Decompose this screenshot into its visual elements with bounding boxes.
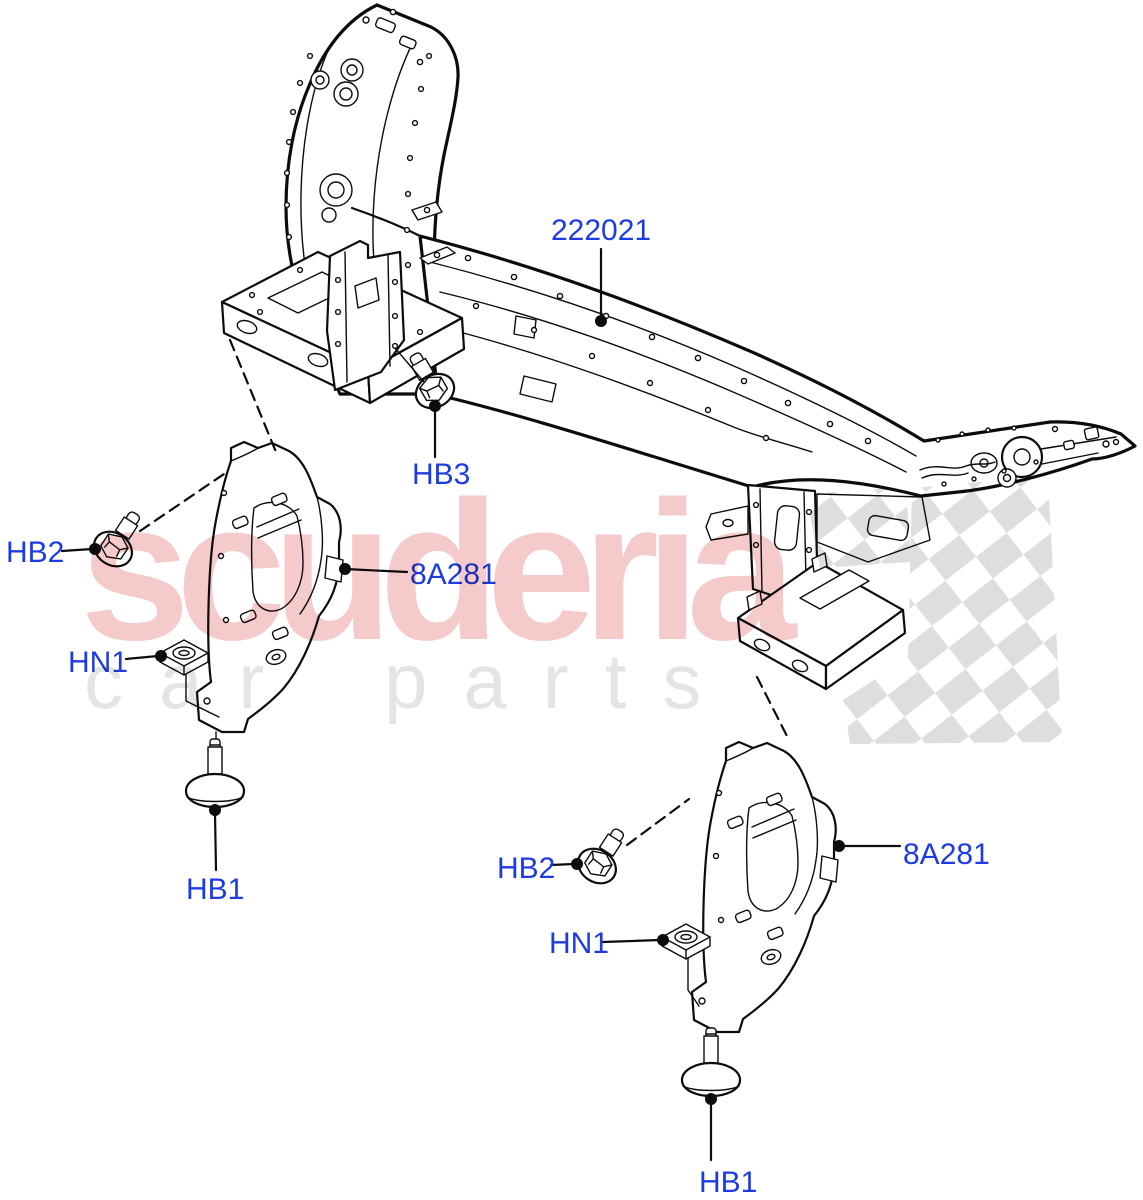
stud-hb1-right-icon [680, 1026, 742, 1098]
bolt-hb2-right-icon [570, 818, 638, 892]
mounting-bracket-right-drawing [690, 740, 840, 1064]
leader-lines [60, 247, 902, 1162]
mounting-bracket-left-drawing [195, 440, 345, 764]
front-panel-assembly-drawing [220, 3, 1137, 691]
bolt-hb2-left-icon [86, 501, 154, 575]
nut-hn1-left-icon [159, 639, 209, 676]
nut-wire-left [185, 667, 220, 718]
nut-wire-right [687, 951, 700, 1007]
stud-hb1-left-icon [184, 737, 246, 809]
alignment-dashed-lines [138, 338, 791, 847]
